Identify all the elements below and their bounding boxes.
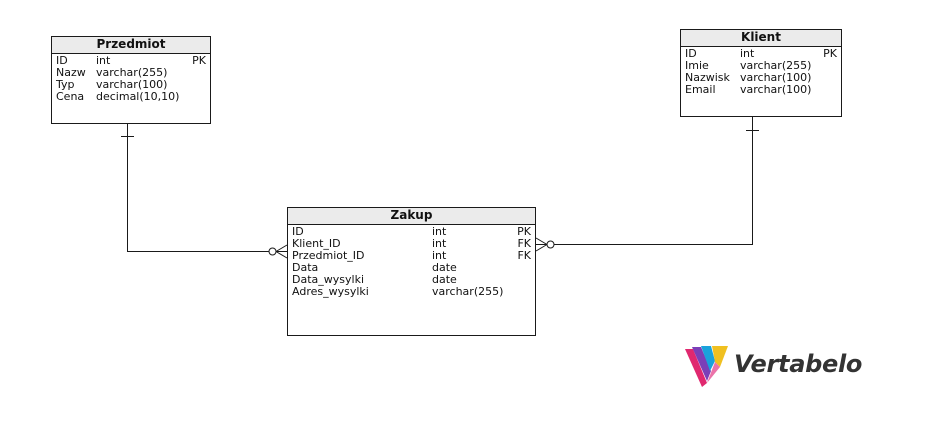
column-type: date [432,261,457,274]
column-row: Imie varchar(255) [685,60,837,72]
column-row: Nazwisk varchar(100) [685,72,837,84]
column-type: int [432,237,447,250]
entity-columns: ID int PK Nazw varchar(255) Typ varchar(… [52,54,210,103]
column-row: Adres_wysylki varchar(255) [292,286,531,298]
column-type: varchar(100) [740,83,812,96]
column-type: int [96,54,111,67]
entity-columns: ID int PK Imie varchar(255) Nazwisk varc… [681,47,841,96]
column-row: Przedmiot_ID int FK [292,250,531,262]
column-type: varchar(100) [740,71,812,84]
column-row: Typ varchar(100) [56,79,206,91]
entity-klient[interactable]: Klient ID int PK Imie varchar(255) Nazwi… [680,29,842,117]
column-name: Email [685,83,716,96]
column-row: ID int PK [56,55,206,67]
column-type: varchar(255) [432,285,504,298]
column-name: Adres_wysylki [292,285,369,298]
relationship-klient-zakup[interactable] [535,117,759,252]
column-type: int [740,47,755,60]
entity-title: Klient [681,30,841,47]
column-key: FK [517,237,531,250]
column-row: Email varchar(100) [685,84,837,96]
column-type: varchar(255) [740,59,812,72]
column-row: Cena decimal(10,10) [56,91,206,103]
column-type: int [432,225,447,238]
column-row: ID int PK [685,48,837,60]
column-name: Imie [685,59,709,72]
relationship-przedmiot-zakup[interactable] [121,124,288,259]
column-row: Klient_ID int FK [292,238,531,250]
column-row: Data_wysylki date [292,274,531,286]
zero-marker [546,240,555,249]
column-name: Typ [56,78,75,91]
entity-title: Przedmiot [52,37,210,54]
column-name: ID [56,54,68,67]
entity-przedmiot[interactable]: Przedmiot ID int PK Nazw varchar(255) Ty… [51,36,211,124]
vertabelo-logo-text: Vertabelo [734,350,863,378]
column-name: Klient_ID [292,237,341,250]
column-name: Data [292,261,319,274]
entity-zakup[interactable]: Zakup ID int PK Klient_ID int FK Przedmi… [287,207,536,336]
column-type: decimal(10,10) [96,90,180,103]
column-key: PK [823,47,837,60]
column-name: Przedmiot_ID [292,249,365,262]
entity-columns: ID int PK Klient_ID int FK Przedmiot_ID … [288,225,535,298]
column-name: Cena [56,90,85,103]
column-key: PK [192,54,206,67]
column-row: Nazw varchar(255) [56,67,206,79]
zero-marker [268,247,277,256]
column-row: Data date [292,262,531,274]
column-name: Data_wysylki [292,273,364,286]
entity-title: Zakup [288,208,535,225]
column-name: Nazw [56,66,86,79]
column-name: Nazwisk [685,71,730,84]
column-name: ID [292,225,304,238]
vertabelo-logo-icon [685,346,728,387]
crowfoot-marker [275,244,288,252]
column-name: ID [685,47,697,60]
column-type: date [432,273,457,286]
column-type: varchar(255) [96,66,168,79]
column-type: varchar(100) [96,78,168,91]
column-key: PK [517,225,531,238]
column-row: ID int PK [292,226,531,238]
crowfoot-marker [535,237,548,245]
column-key: FK [517,249,531,262]
column-type: int [432,249,447,262]
